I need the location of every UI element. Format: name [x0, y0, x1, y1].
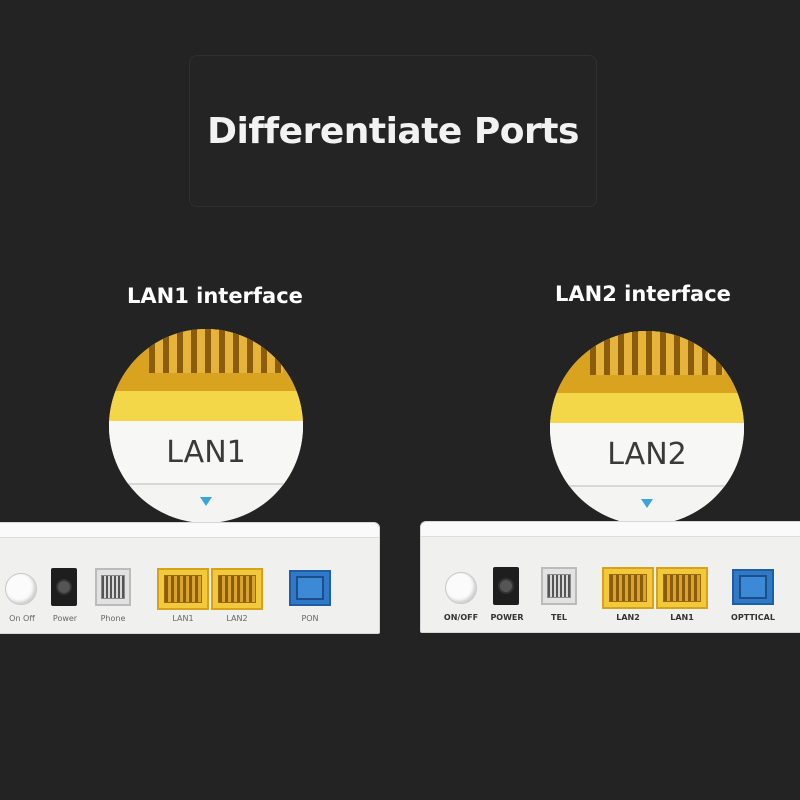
right-zoom-plate: LAN2	[550, 423, 744, 487]
right-port-label-tel: TEL	[550, 613, 568, 622]
left-phone-port	[95, 568, 131, 606]
right-lan1-port	[656, 567, 708, 609]
left-port-label-onoff: On Off	[9, 614, 35, 623]
left-lan1-port	[157, 568, 209, 610]
right-zoom-arrow-icon	[641, 499, 653, 508]
right-port-label-lan1: LAN1	[670, 613, 694, 622]
right-optical-port	[732, 569, 774, 605]
left-callout-label: LAN1 interface	[127, 284, 303, 308]
right-port-label-power: POWER	[490, 613, 524, 622]
left-router: On Off Power Phone LAN1 LAN2 PON	[0, 522, 380, 634]
left-lan2-port	[211, 568, 263, 610]
left-zoom-band	[109, 391, 303, 421]
right-zoom-circle: LAN2	[550, 331, 744, 525]
left-port-label-lan1: LAN1	[172, 614, 194, 623]
right-router-top	[421, 522, 800, 537]
right-port-label-optical: OPTTICAL	[731, 613, 775, 622]
left-zoom-pins	[149, 329, 283, 373]
left-pon-port	[289, 570, 331, 606]
right-zoom-pins	[590, 331, 724, 375]
right-onoff-button	[445, 572, 477, 604]
right-port-label-lan2: LAN2	[616, 613, 640, 622]
left-onoff-button	[5, 573, 37, 605]
right-lan2-port	[602, 567, 654, 609]
left-port-label-pon: PON	[301, 614, 319, 623]
right-zoom-text: LAN2	[607, 436, 687, 472]
left-zoom-arrow-icon	[200, 497, 212, 506]
page-title: Differentiate Ports	[207, 110, 579, 152]
right-tel-port	[541, 567, 577, 605]
right-router: ON/OFF POWER TEL LAN2 LAN1 OPTTICAL	[420, 521, 800, 633]
right-power-port	[493, 567, 519, 605]
right-zoom-band	[550, 393, 744, 423]
left-port-label-power: Power	[52, 614, 78, 623]
left-zoom-text: LAN1	[166, 434, 246, 470]
left-zoom-plate: LAN1	[109, 421, 303, 485]
left-port-label-phone: Phone	[100, 614, 126, 623]
left-power-port	[51, 568, 77, 606]
left-zoom-circle: LAN1	[109, 329, 303, 523]
left-port-label-lan2: LAN2	[226, 614, 248, 623]
right-callout-label: LAN2 interface	[555, 282, 731, 306]
title-box: Differentiate Ports	[189, 55, 597, 207]
left-router-top	[0, 523, 379, 538]
right-port-label-onoff: ON/OFF	[443, 613, 479, 622]
